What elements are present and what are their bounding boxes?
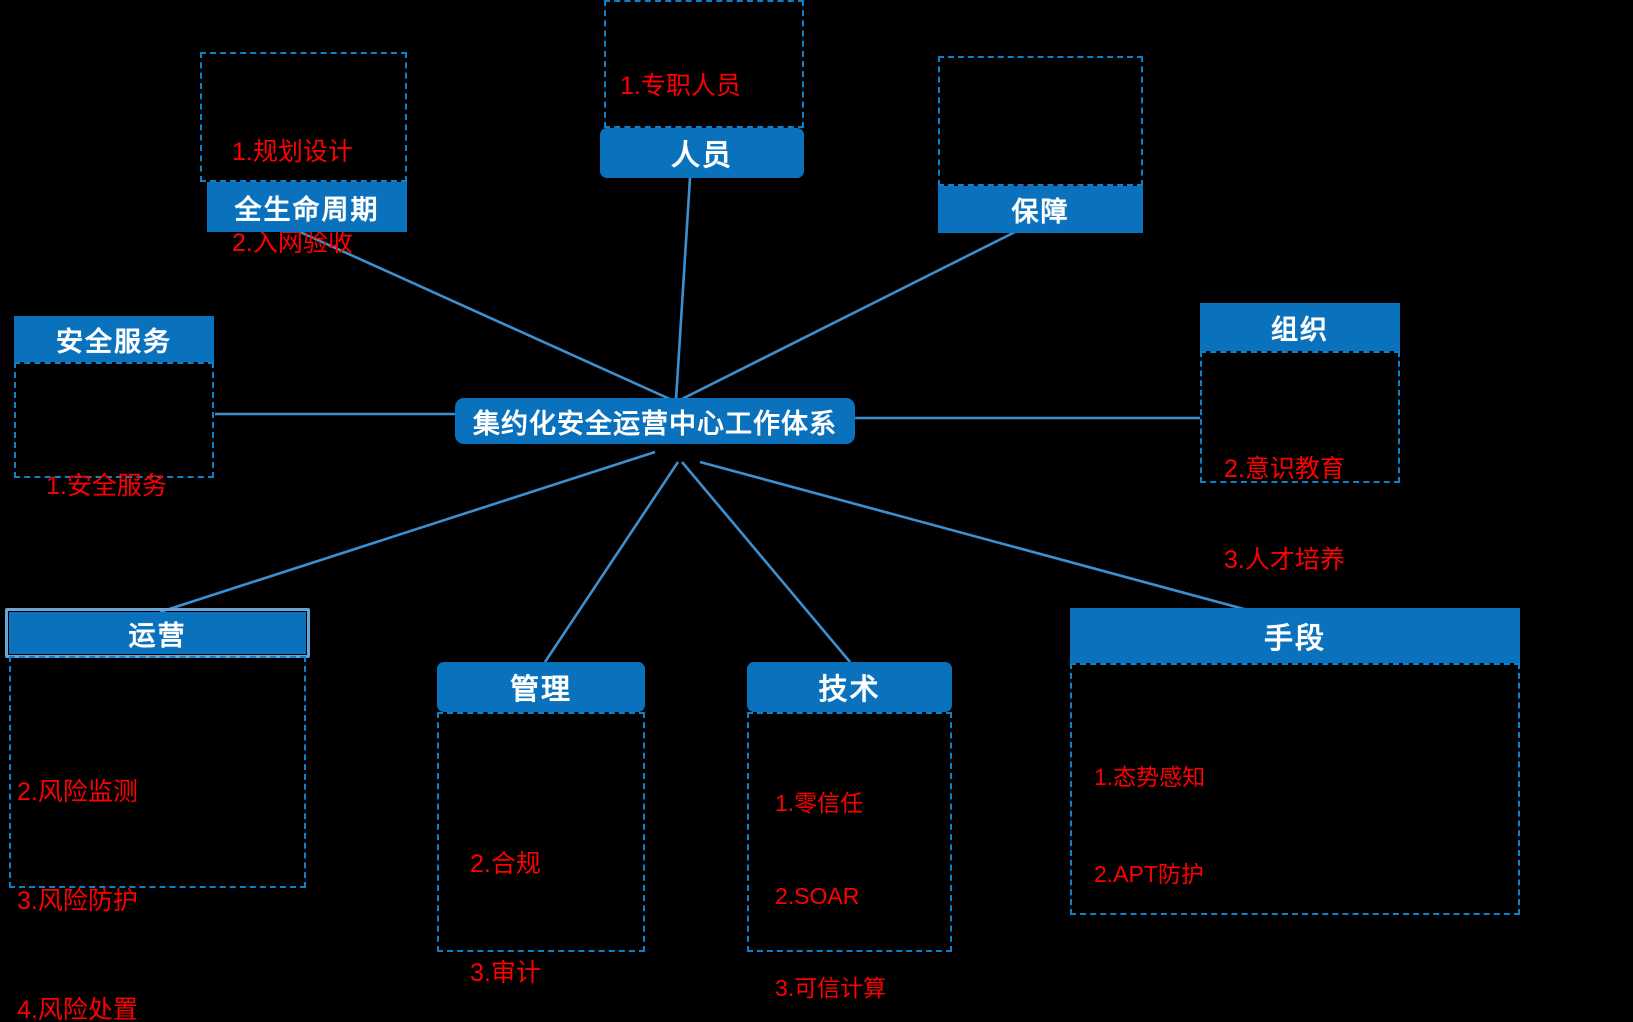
operations-header-label: 运营 [128,620,187,651]
lifecycle-header-label: 全生命周期 [234,194,380,225]
personnel-header-label: 人员 [670,140,733,172]
lifecycle-item-1: 1.规划设计 [232,138,353,166]
link-technology [681,461,851,663]
link-means [699,460,1256,614]
link-personnel [674,177,692,401]
security-service-items: 1.安全服务 [46,412,236,561]
assurance-header-label: 保障 [1011,197,1070,227]
means-item-2: 2.APT防护 [1094,860,1204,887]
link-assurance [679,230,1016,402]
management-body [437,712,645,952]
organization-body [1200,351,1400,483]
operations-items: 2.风险监测 3.风险防护 4.风险处置 5.应急响应 6.威胁情报 12.研运… [17,700,309,1022]
management-header[interactable]: 管理 [437,662,645,712]
assurance-header[interactable]: 保障 [938,186,1143,233]
lifecycle-body [200,52,407,182]
operations-item-2: 3.风险防护 [17,887,138,915]
management-header-label: 管理 [509,674,572,706]
technology-header-label: 技术 [818,674,881,706]
technology-items: 1.零信任 2.SOAR 3.可信计算 4.数据安全治理 5.区块链 6.EDR… [775,726,975,1022]
technology-header[interactable]: 技术 [747,662,952,712]
center-node[interactable]: 集约化安全运营中心工作体系 [455,398,855,444]
organization-items: 2.意识教育 3.人才培养 [1224,395,1414,635]
security-service-header-label: 安全服务 [56,326,172,357]
lifecycle-header[interactable]: 全生命周期 [207,182,407,232]
management-item-2: 3.审计 [470,959,541,987]
center-node-label: 集约化安全运营中心工作体系 [473,408,837,439]
assurance-body [938,56,1143,186]
personnel-body [604,0,804,128]
link-management [543,461,680,663]
operations-body [9,656,306,888]
management-item-1: 2.合规 [470,850,541,878]
personnel-items: 1.专职人员 [620,12,810,161]
means-header-label: 手段 [1263,622,1326,655]
personnel-header[interactable]: 人员 [600,128,804,178]
management-items: 2.合规 3.审计 4.评估 [470,772,670,1022]
technology-item-3: 3.可信计算 [775,975,887,1001]
organization-header[interactable]: 组织 [1200,303,1400,351]
security-service-body [14,362,214,478]
means-item-1: 1.态势感知 [1094,763,1206,790]
means-items: 1.态势感知 2.APT防护 4.数据管控 5.集中化4A [1094,695,1524,1022]
organization-header-label: 组织 [1271,314,1329,345]
organization-item-1: 2.意识教育 [1224,455,1345,483]
lifecycle-item-2: 2.入网验收 [232,229,353,257]
technology-item-1: 1.零信任 [775,790,864,817]
organization-item-2: 3.人才培养 [1224,546,1345,574]
operations-item-3: 4.风险处置 [17,996,138,1022]
personnel-item-1: 1.专职人员 [620,72,741,100]
means-body [1070,663,1520,915]
technology-item-2: 2.SOAR [775,882,860,909]
means-item-blank [1094,956,1524,986]
security-service-header[interactable]: 安全服务 [14,316,214,362]
operations-item-1: 2.风险监测 [17,778,138,806]
operations-header[interactable]: 运营 [9,612,306,654]
security-service-item-1: 1.安全服务 [46,472,167,500]
technology-body [747,712,952,952]
lifecycle-items: 1.规划设计 2.入网验收 [232,78,422,318]
means-header[interactable]: 手段 [1070,608,1520,663]
